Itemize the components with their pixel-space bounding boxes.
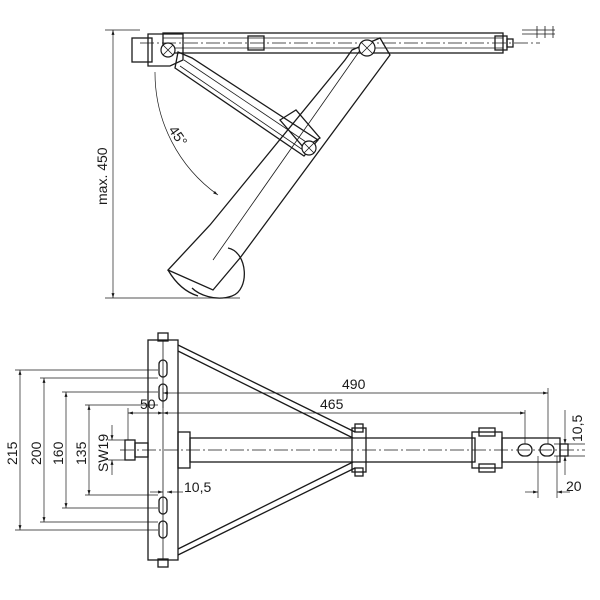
mounting-rail — [140, 26, 555, 54]
dim-160: 160 — [50, 441, 66, 465]
angle-label: 45° — [166, 123, 191, 150]
main-leg — [166, 37, 391, 299]
telescopic-strut — [174, 51, 321, 157]
dim-20: 20 — [566, 478, 582, 494]
top-dimensions: 490 465 50 — [127, 376, 549, 444]
triangular-bracing — [177, 344, 367, 556]
plate-thickness-dimension: 10,5 — [150, 479, 211, 495]
dim-135: 135 — [73, 441, 89, 465]
left-dimensions: 215 200 160 135 SW19 — [4, 369, 158, 531]
dim-490: 490 — [342, 376, 366, 392]
dim-465: 465 — [320, 396, 344, 412]
side-view: max. 450 45° — [94, 26, 555, 299]
dim-10-5-top: 10,5 — [569, 415, 585, 442]
dim-10-5-bottom: 10,5 — [184, 479, 211, 495]
right-dimensions: 10,5 20 — [525, 410, 585, 498]
dim-sw19: SW19 — [95, 434, 111, 472]
height-dimension: max. 450 — [94, 29, 240, 299]
base-plate — [124, 332, 191, 568]
left-hinge — [131, 33, 184, 67]
dim-215: 215 — [4, 441, 20, 465]
dim-50: 50 — [140, 396, 156, 412]
dim-200: 200 — [28, 441, 44, 465]
top-view: 215 200 160 135 SW19 490 465 50 10,5 — [4, 332, 585, 568]
height-label: max. 450 — [94, 147, 110, 205]
